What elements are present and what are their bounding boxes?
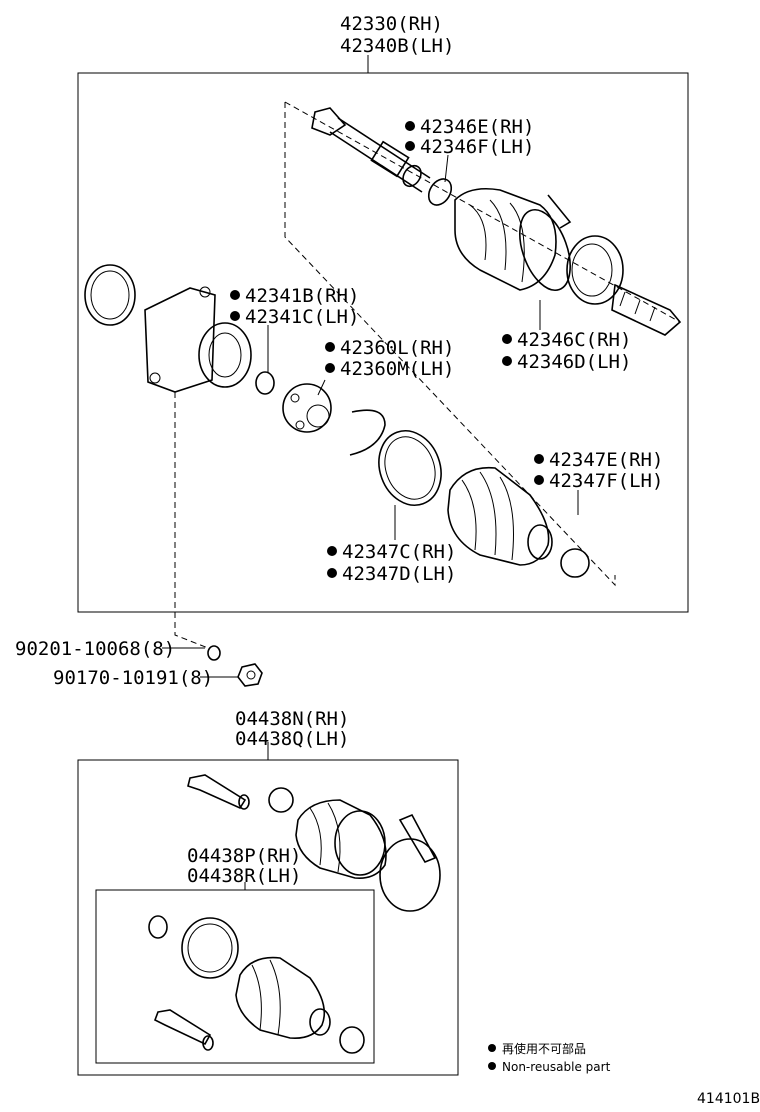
legend-dot: [488, 1062, 496, 1070]
tripod-joint: [282, 383, 332, 433]
non-reusable-dot: [327, 546, 337, 556]
non-reusable-dot: [405, 141, 415, 151]
non-reusable-dot: [325, 342, 335, 352]
shaft-outline: [284, 102, 616, 587]
label-axle-lh: 42340B(LH): [340, 35, 454, 57]
drive-shaft: [311, 107, 453, 206]
outer-kit-parts: [187, 774, 441, 912]
inner-kit-parts: [148, 915, 365, 1054]
non-reusable-dot: [405, 121, 415, 131]
leader-washer-dash: [174, 392, 209, 649]
outer-cv-joint: [454, 187, 682, 336]
inner-boot-parts: [349, 409, 590, 578]
non-reusable-dot: [325, 363, 335, 373]
non-reusable-dot: [502, 356, 512, 366]
label-clamp-e-lh: 42346F(LH): [420, 136, 534, 158]
label-band-rh: 42347C(RH): [342, 541, 456, 563]
washer-part: [207, 645, 221, 661]
label-snap-ring-lh: 42341C(LH): [245, 306, 359, 328]
label-small-clamp-rh: 42347E(RH): [549, 449, 663, 471]
shaft-outline-top: [284, 101, 681, 323]
label-clamp-e-rh: 42346E(RH): [420, 116, 534, 138]
label-nut: 90170-10191(8): [53, 667, 213, 689]
label-kit-outer-rh: 04438N(RH): [235, 708, 349, 730]
legend-jp: 再使用不可部品: [502, 1041, 586, 1056]
non-reusable-dot: [534, 454, 544, 464]
legend-en: Non-reusable part: [502, 1060, 611, 1074]
label-tripod-rh: 42360L(RH): [340, 337, 454, 359]
label-snap-ring-rh: 42341B(RH): [245, 285, 359, 307]
label-small-clamp-lh: 42347F(LH): [549, 470, 663, 492]
label-kit-outer-lh: 04438Q(LH): [235, 728, 349, 750]
non-reusable-dot: [230, 290, 240, 300]
diagram-code: 414101B: [697, 1091, 760, 1107]
label-kit-inner-rh: 04438P(RH): [187, 845, 301, 867]
label-washer: 90201-10068(8): [15, 638, 175, 660]
label-tripod-lh: 42360M(LH): [340, 358, 454, 380]
leader-tripod: [317, 379, 326, 396]
non-reusable-dot: [230, 311, 240, 321]
leader-clamp-e: [444, 154, 449, 183]
inner-joint-housing: [84, 264, 275, 395]
label-clamp-c-lh: 42346D(LH): [517, 351, 631, 373]
label-kit-inner-lh: 04438R(LH): [187, 865, 301, 887]
legend-dot: [488, 1044, 496, 1052]
non-reusable-dot: [502, 334, 512, 344]
label-band-lh: 42347D(LH): [342, 563, 456, 585]
label-axle-rh: 42330(RH): [340, 13, 443, 35]
kit-outer-frame: [77, 759, 459, 1076]
kit-inner-frame: [95, 889, 375, 1064]
non-reusable-dot: [327, 568, 337, 578]
nut-part: [237, 663, 263, 687]
assembly-frame: [77, 72, 689, 613]
non-reusable-dot: [534, 475, 544, 485]
label-clamp-c-rh: 42346C(RH): [517, 329, 631, 351]
